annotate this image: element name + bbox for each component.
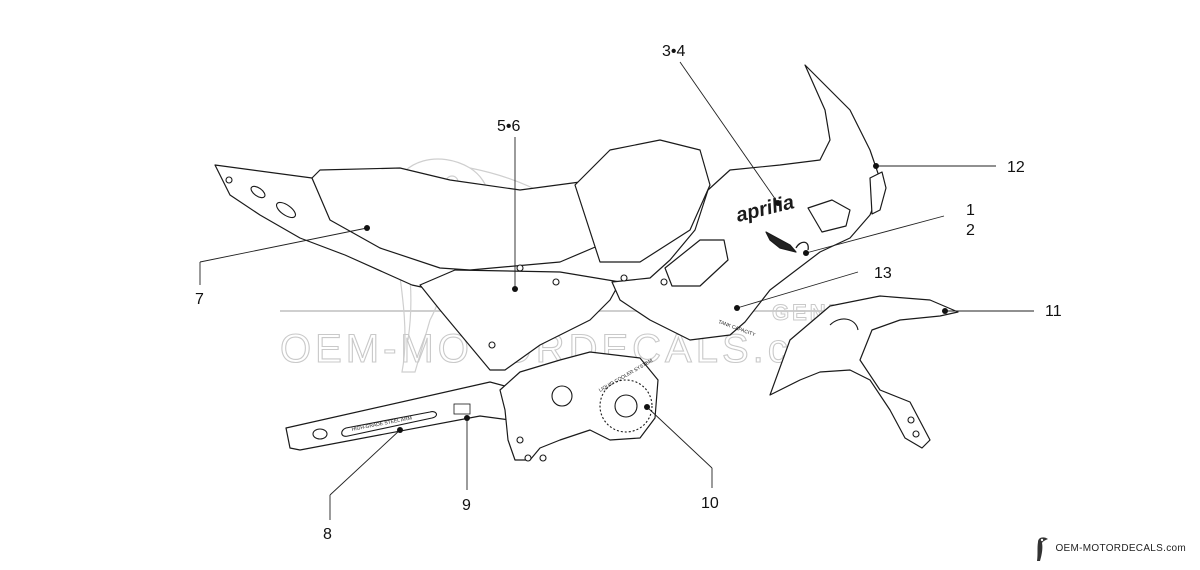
callout-7: 7: [195, 291, 204, 308]
callout-10: 10: [701, 495, 719, 512]
front-fender-part: [769, 295, 959, 449]
callout-5-6: 5•6: [497, 118, 521, 135]
footer-site-text: OEM-MOTORDECALS.com: [1055, 542, 1186, 554]
toucan-logo-icon: [1037, 537, 1049, 561]
callout-12: 12: [1007, 159, 1025, 176]
swing-arm-part: HIGH-GRADE STEEL ARM: [285, 381, 521, 451]
callout-3-4: 3•4: [662, 43, 686, 60]
callout-9: 9: [462, 497, 471, 514]
callout-8: 8: [323, 526, 332, 543]
callout-11: 11: [1045, 303, 1062, 320]
callout-2: 2: [966, 222, 975, 239]
callout-13: 13: [874, 265, 892, 282]
front-fairing-part: aprilia TANK CAPACITY: [611, 64, 887, 341]
footer-branding: OEM-MOTORDECALS.com: [1034, 534, 1186, 562]
frame-side-panel-part: [311, 139, 711, 371]
callout-labels: 1 2 3•4 5•6 7 8 9 10 11 12 13: [195, 43, 1062, 543]
chain-guard-part: LIQUID COOLER SYSTEM: [499, 351, 659, 462]
callout-1: 1: [966, 202, 975, 219]
callout-leaders: [199, 61, 1034, 520]
